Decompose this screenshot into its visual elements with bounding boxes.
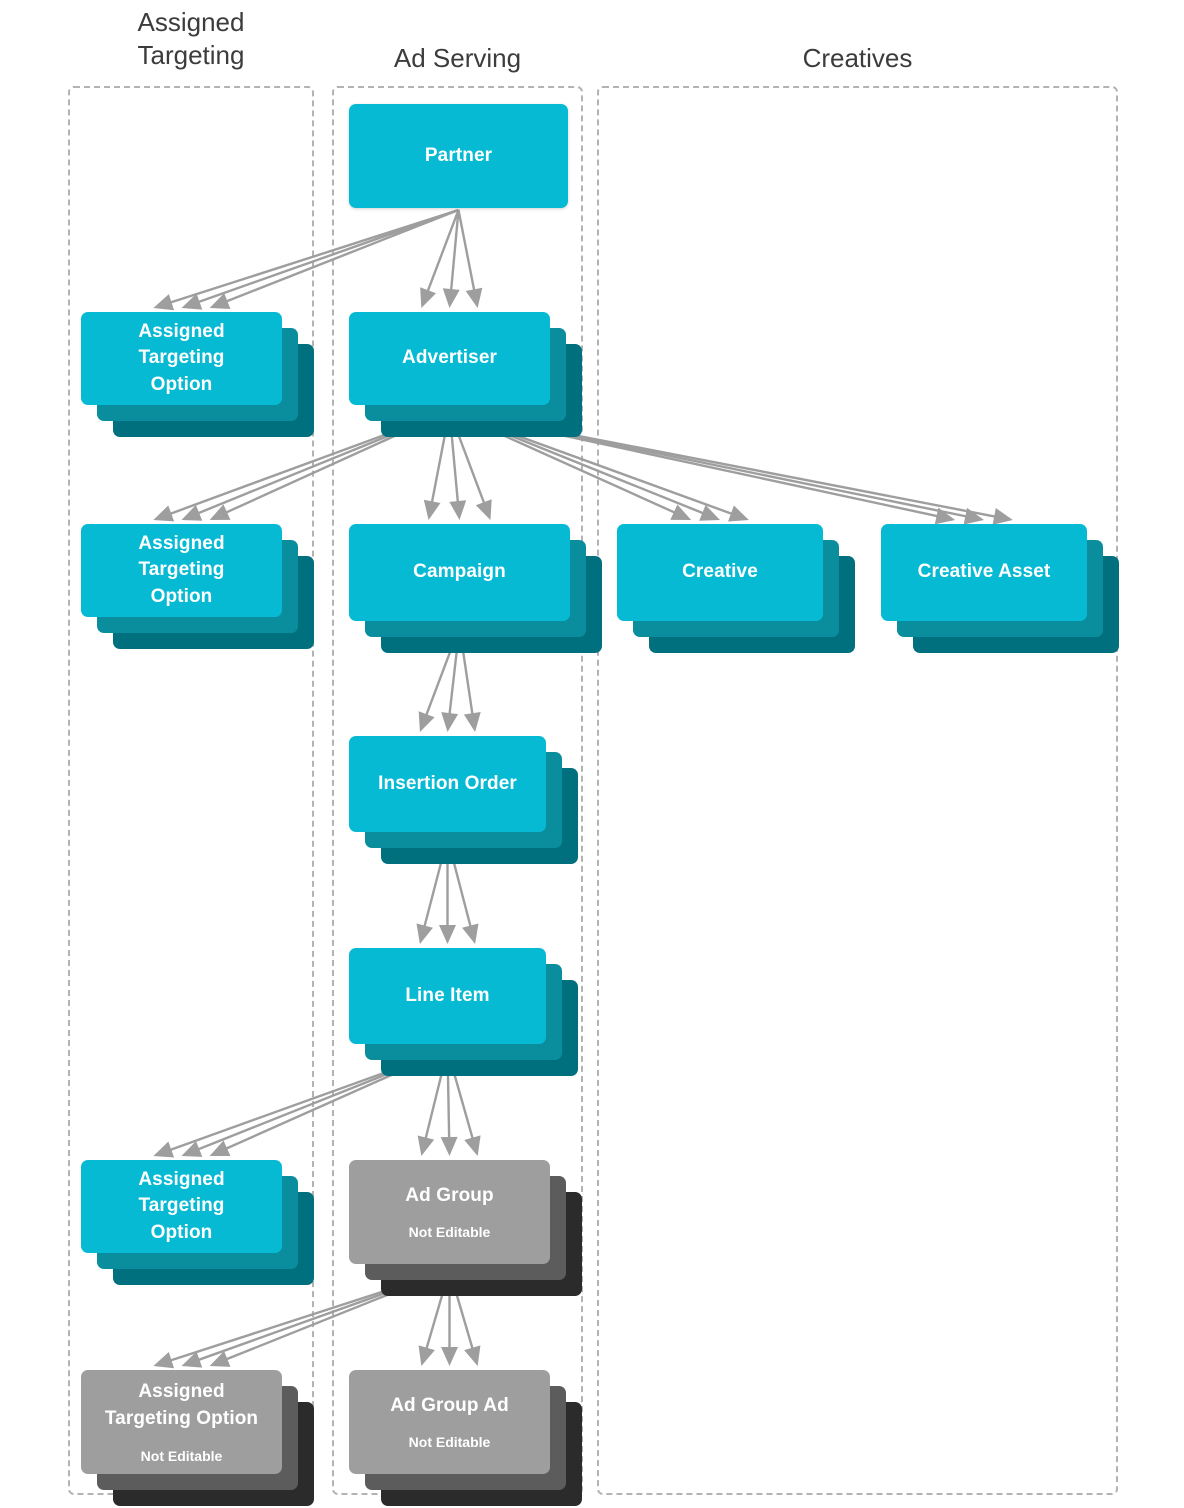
- node-line-item[interactable]: Line Item: [349, 948, 578, 1076]
- node-title: Line Item: [405, 984, 490, 1006]
- node-title: Creative: [682, 561, 758, 583]
- node-title: Ad Group: [405, 1184, 494, 1206]
- node-front-layer: Insertion Order: [349, 736, 546, 832]
- node-title: Ad Group Ad: [390, 1394, 509, 1416]
- node-creative-asset[interactable]: Creative Asset: [881, 524, 1119, 653]
- column-frame-creatives: [597, 86, 1118, 1495]
- node-title: Partner: [424, 144, 493, 166]
- node-front-layer: Creative Asset: [881, 524, 1087, 621]
- node-campaign[interactable]: Campaign: [349, 524, 602, 653]
- node-front-layer: Advertiser: [349, 312, 550, 405]
- node-ato-advertiser[interactable]: Assigned Targeting Option: [81, 524, 314, 649]
- node-front-layer: Ad Group Ad Not Editable: [349, 1370, 550, 1474]
- column-header-creatives: Creatives: [802, 43, 913, 73]
- node-front-layer: Assigned Targeting Option: [81, 312, 282, 405]
- node-front-layer: Line Item: [349, 948, 546, 1044]
- node-front-layer: Creative: [617, 524, 823, 621]
- node-insertion-order[interactable]: Insertion Order: [349, 736, 578, 864]
- node-not-editable-label: Not Editable: [408, 1434, 491, 1451]
- node-ato-partner[interactable]: Assigned Targeting Option: [81, 312, 314, 437]
- node-title: Assigned Targeting Option: [138, 320, 225, 395]
- node-title: Creative Asset: [917, 561, 1051, 583]
- node-creative[interactable]: Creative: [617, 524, 855, 653]
- node-not-editable-label: Not Editable: [140, 1447, 223, 1464]
- node-front-layer: Assigned Targeting Option: [81, 1160, 282, 1253]
- node-advertiser[interactable]: Advertiser: [349, 312, 582, 437]
- node-partner[interactable]: Partner: [349, 104, 568, 208]
- node-not-editable-label: Not Editable: [408, 1224, 491, 1241]
- node-title: Advertiser: [402, 347, 497, 369]
- node-front-layer: Assigned Targeting Option: [81, 524, 282, 617]
- node-front-layer: Partner: [349, 104, 568, 208]
- node-ato-line-item[interactable]: Assigned Targeting Option: [81, 1160, 314, 1285]
- node-title: Assigned Targeting Option: [104, 1381, 259, 1429]
- node-front-layer: Campaign: [349, 524, 570, 621]
- node-ad-group-ad[interactable]: Ad Group Ad Not Editable: [349, 1370, 582, 1506]
- node-title: Campaign: [413, 561, 506, 583]
- node-title: Assigned Targeting Option: [138, 532, 225, 607]
- column-header-assigned-targeting: Assigned Targeting: [137, 7, 245, 71]
- node-title: Assigned Targeting Option: [138, 1168, 225, 1243]
- column-header-ad-serving: Ad Serving: [393, 43, 522, 73]
- node-title: Insertion Order: [378, 772, 517, 794]
